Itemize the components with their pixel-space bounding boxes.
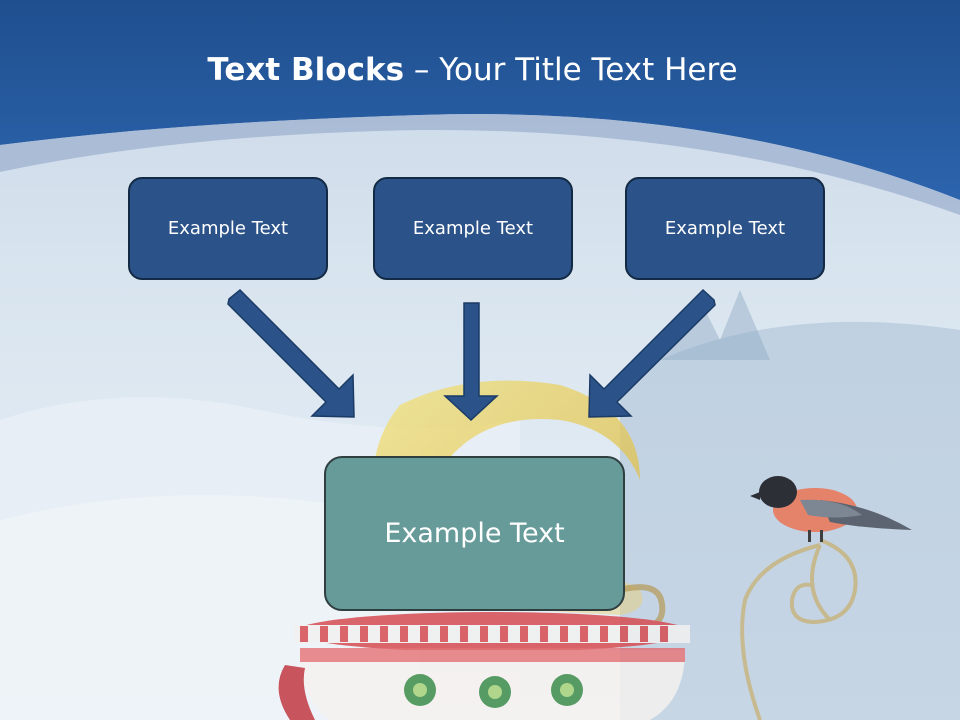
text-block-3[interactable]: Example Text (625, 177, 825, 280)
arrow-center (443, 302, 499, 422)
title-bold-part: Text Blocks (207, 52, 405, 88)
moon-illustration (371, 380, 640, 600)
text-block-2[interactable]: Example Text (373, 177, 573, 280)
arrow-left (227, 288, 355, 418)
bird-illustration (750, 476, 912, 542)
title-rest-part: – Your Title Text Here (404, 52, 738, 88)
swirl-stand (740, 538, 858, 720)
slide-title: Text Blocks – Your Title Text Here (0, 52, 945, 88)
center-text-block-label: Example Text (384, 518, 565, 549)
text-block-1-label: Example Text (167, 218, 289, 239)
center-text-block[interactable]: Example Text (324, 456, 625, 611)
text-block-3-label: Example Text (664, 218, 786, 239)
text-block-1[interactable]: Example Text (128, 177, 328, 280)
text-block-2-label: Example Text (412, 218, 534, 239)
teacup-illustration (278, 570, 690, 720)
arrow-right (588, 288, 716, 418)
